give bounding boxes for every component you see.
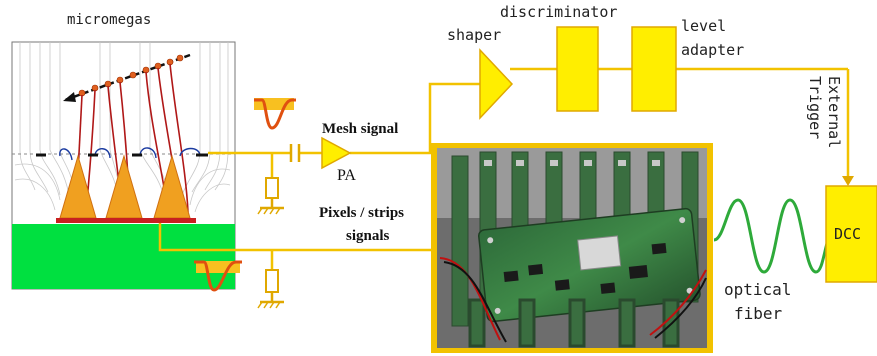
ground-symbol — [258, 178, 284, 214]
pa-label: PA — [337, 167, 356, 184]
pixels-strips-label-line1: Pixels / strips — [319, 205, 404, 221]
level-adapter-label-line2: adapter — [681, 41, 744, 59]
electronics-boards-photo — [431, 143, 713, 353]
optical-fiber-wave — [714, 200, 828, 272]
optical-label-line2: fiber — [734, 304, 783, 323]
trigger-arrow — [842, 176, 854, 186]
micromegas-detector: micromegas — [12, 12, 235, 289]
avalanche-cones — [60, 156, 190, 218]
anode-strips — [56, 218, 196, 223]
discriminator-label: discriminator — [500, 3, 617, 21]
micromegas-label: micromegas — [67, 12, 151, 28]
pixels-strips-label-line2: signals — [346, 228, 390, 244]
level-adapter-block — [632, 27, 676, 111]
shaper-triangle — [480, 50, 512, 118]
ground-symbol — [258, 270, 284, 308]
anode-plane — [12, 224, 235, 289]
preamplifier-triangle — [322, 138, 350, 168]
discriminator-block — [557, 27, 598, 111]
external-trigger-label-line1: External — [825, 76, 843, 148]
capacitor-symbol — [291, 144, 299, 162]
mesh-signal-label: Mesh signal — [322, 121, 398, 137]
level-adapter-label-line1: level — [681, 17, 726, 35]
dcc-label: DCC — [834, 225, 861, 243]
optical-label-line1: optical — [724, 280, 791, 299]
shaper-label: shaper — [447, 26, 501, 44]
external-trigger-label-line2: Trigger — [806, 76, 824, 139]
mesh-pulse-icon — [254, 98, 296, 128]
